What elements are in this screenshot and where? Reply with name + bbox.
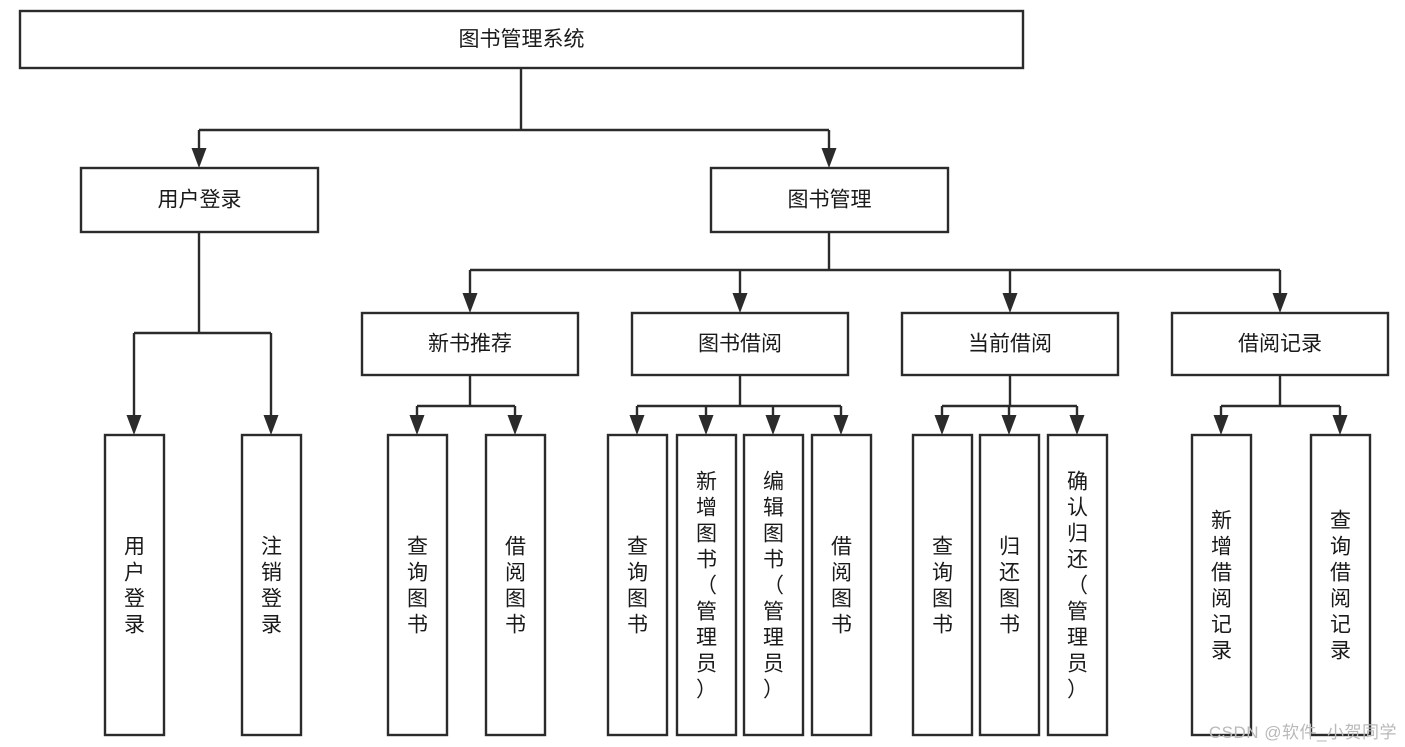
arrow-head-icon: [507, 415, 523, 435]
node-box-leaf-edit-book: [742, 433, 805, 737]
connector-bookmgmt-to-level3: [462, 232, 1288, 313]
node-box-leaf-query-book-rec: [386, 433, 449, 737]
node-borrow-records[interactable]: 借阅记录: [1170, 311, 1390, 377]
node-leaf-query-book-borrow[interactable]: 查询图书: [606, 433, 669, 737]
arrow-head-icon: [629, 415, 645, 435]
arrow-head-icon: [1069, 415, 1085, 435]
node-box-root: [18, 9, 1025, 70]
arrow-head-icon: [1002, 293, 1018, 313]
node-label-leaf-confirm-return: 确认归还（管理员）: [1067, 470, 1088, 701]
node-label-leaf-return-book: 归还图书: [999, 535, 1020, 636]
node-box-leaf-add-book: [675, 433, 738, 737]
node-label-current-borrow: 当前借阅: [968, 333, 1052, 356]
connector-newbook-to-leaves: [409, 375, 523, 435]
node-box-leaf-confirm-return: [1046, 433, 1109, 737]
node-label-leaf-borrow-book: 借阅图书: [831, 535, 852, 636]
node-box-user-login: [79, 166, 320, 234]
node-label-leaf-borrow-book-rec: 借阅图书: [505, 535, 526, 636]
node-label-leaf-add-book: 新增图书（管理员）: [696, 470, 717, 701]
node-box-book-management: [709, 166, 950, 234]
connector-layer: [126, 68, 1348, 435]
node-box-leaf-query-book-current: [911, 433, 974, 737]
connector-borrowrecords-to-leaves: [1213, 375, 1348, 435]
node-label-borrow-records: 借阅记录: [1238, 333, 1322, 356]
arrow-head-icon: [462, 293, 478, 313]
node-label-leaf-query-book-current: 查询图书: [932, 535, 953, 636]
node-leaf-query-book-current[interactable]: 查询图书: [911, 433, 974, 737]
arrow-head-icon: [1001, 415, 1017, 435]
watermark-text: CSDN @软件_小贺同学: [1208, 723, 1397, 742]
node-label-leaf-logout: 注销登录: [261, 535, 282, 636]
node-box-leaf-return-book: [978, 433, 1041, 737]
node-leaf-query-book-rec[interactable]: 查询图书: [386, 433, 449, 737]
node-box-leaf-borrow-book: [810, 433, 873, 737]
node-current-borrow[interactable]: 当前借阅: [900, 311, 1120, 377]
node-label-root: 图书管理系统: [459, 28, 585, 51]
node-label-leaf-edit-book: 编辑图书（管理员）: [763, 470, 784, 701]
arrow-head-icon: [821, 148, 837, 168]
node-box-leaf-logout: [240, 433, 303, 737]
node-leaf-edit-book[interactable]: 编辑图书（管理员）: [742, 433, 805, 737]
arrow-head-icon: [126, 415, 142, 435]
node-book-borrow[interactable]: 图书借阅: [630, 311, 850, 377]
node-label-leaf-add-borrow-record: 新增借阅记录: [1211, 509, 1232, 662]
node-leaf-user-login[interactable]: 用户登录: [103, 433, 166, 737]
node-leaf-confirm-return[interactable]: 确认归还（管理员）: [1046, 433, 1109, 737]
node-user-login[interactable]: 用户登录: [79, 166, 320, 234]
node-box-new-book-recommend: [360, 311, 580, 377]
node-leaf-query-borrow-record[interactable]: 查询借阅记录: [1309, 433, 1372, 737]
node-leaf-return-book[interactable]: 归还图书: [978, 433, 1041, 737]
arrow-head-icon: [191, 148, 207, 168]
node-leaf-borrow-book-rec[interactable]: 借阅图书: [484, 433, 547, 737]
node-box-leaf-add-borrow-record: [1190, 433, 1253, 737]
arrow-head-icon: [263, 415, 279, 435]
arrow-head-icon: [698, 415, 714, 435]
node-label-new-book-recommend: 新书推荐: [428, 333, 512, 356]
connector-currentborrow-to-leaves: [934, 375, 1085, 435]
node-box-leaf-borrow-book-rec: [484, 433, 547, 737]
node-leaf-add-borrow-record[interactable]: 新增借阅记录: [1190, 433, 1253, 737]
node-book-management[interactable]: 图书管理: [709, 166, 950, 234]
arrow-head-icon: [409, 415, 425, 435]
node-box-book-borrow: [630, 311, 850, 377]
arrow-head-icon: [732, 293, 748, 313]
node-label-leaf-query-borrow-record: 查询借阅记录: [1330, 509, 1351, 662]
node-label-book-management: 图书管理: [788, 189, 872, 212]
node-leaf-logout[interactable]: 注销登录: [240, 433, 303, 737]
node-label-book-borrow: 图书借阅: [698, 333, 782, 356]
node-box-current-borrow: [900, 311, 1120, 377]
node-label-leaf-user-login: 用户登录: [124, 535, 145, 636]
node-new-book-recommend[interactable]: 新书推荐: [360, 311, 580, 377]
node-label-leaf-query-book-borrow: 查询图书: [627, 535, 648, 636]
node-box-leaf-user-login: [103, 433, 166, 737]
arrow-head-icon: [765, 415, 781, 435]
node-root[interactable]: 图书管理系统: [18, 9, 1025, 70]
node-leaf-borrow-book[interactable]: 借阅图书: [810, 433, 873, 737]
connector-bookborrow-to-leaves: [629, 375, 849, 435]
connector-userlogin-to-leaves: [126, 232, 279, 435]
node-box-leaf-query-borrow-record: [1309, 433, 1372, 737]
node-leaf-add-book[interactable]: 新增图书（管理员）: [675, 433, 738, 737]
arrow-head-icon: [1213, 415, 1229, 435]
node-box-leaf-query-book-borrow: [606, 433, 669, 737]
node-label-leaf-query-book-rec: 查询图书: [407, 535, 428, 636]
arrow-head-icon: [934, 415, 950, 435]
arrow-head-icon: [833, 415, 849, 435]
arrow-head-icon: [1332, 415, 1348, 435]
node-box-borrow-records: [1170, 311, 1390, 377]
node-label-user-login: 用户登录: [158, 189, 242, 212]
connector-root-to-level2: [191, 68, 837, 168]
arrow-head-icon: [1272, 293, 1288, 313]
